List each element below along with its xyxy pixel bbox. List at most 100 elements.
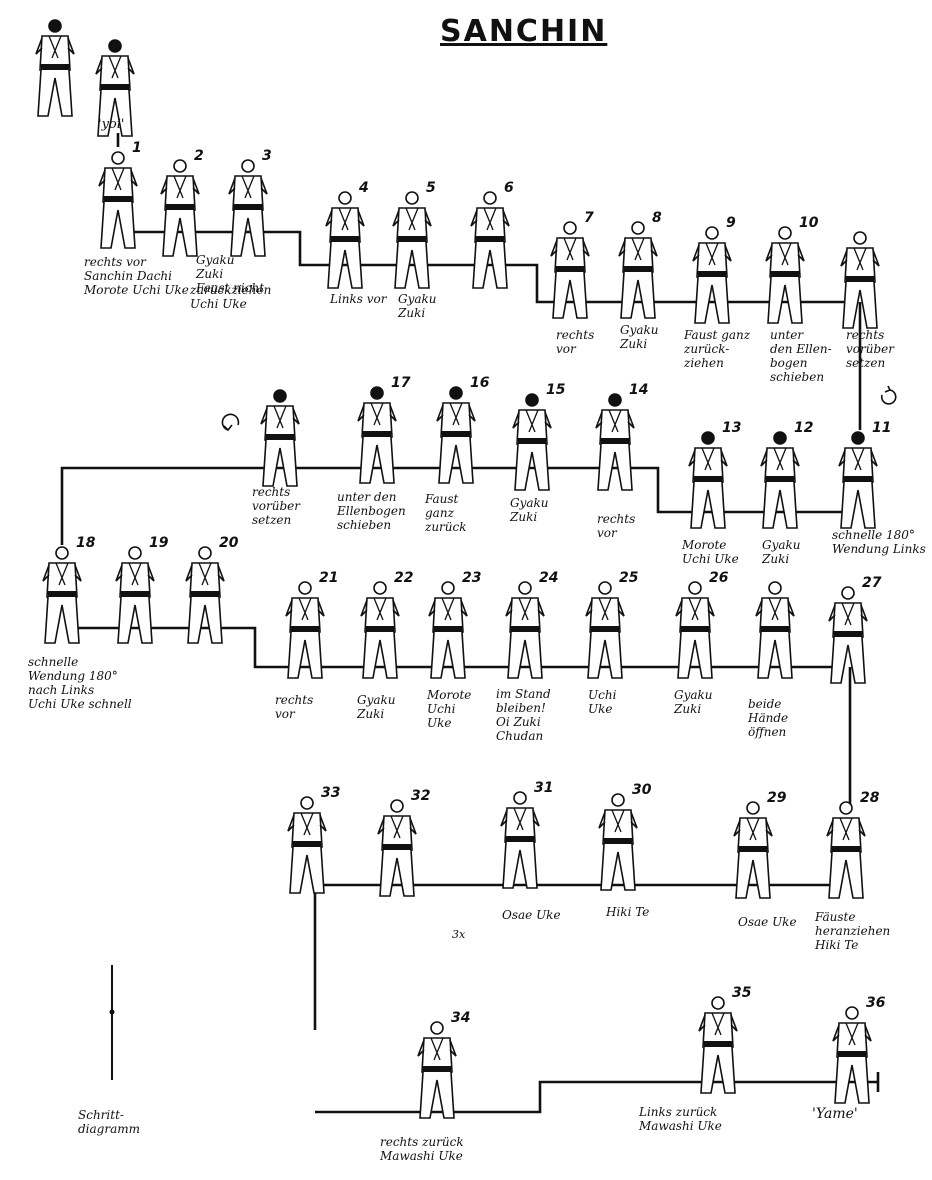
figure-step (688, 431, 728, 529)
step-label: Hiki Te (606, 905, 650, 919)
figure-step (377, 799, 417, 897)
step-path-line (315, 1080, 878, 1114)
step-number: 8 (652, 210, 662, 226)
step-number: 23 (462, 570, 481, 586)
figure-step (470, 191, 510, 289)
step-number: 5 (426, 180, 436, 196)
step-number: 34 (451, 1010, 470, 1026)
step-number: 2 (194, 148, 204, 164)
figure-step (692, 226, 732, 324)
step-number: 25 (619, 570, 639, 586)
step-label: Gyaku Zuki (398, 292, 437, 320)
figure-step (512, 393, 552, 491)
repeat-mark: 3x (452, 928, 466, 941)
step-number: 24 (539, 570, 558, 586)
step-label: im Stand bleiben! Oi Zuki Chudan (496, 687, 551, 743)
step-number: 28 (860, 790, 880, 806)
figure-step (595, 393, 635, 491)
figure-step (357, 386, 397, 484)
figure-step (160, 159, 200, 257)
figure-step (392, 191, 432, 289)
turn-arrow-icon (880, 385, 897, 405)
step-label: Faust ganz zurück (425, 492, 467, 534)
step-number: 6 (504, 180, 514, 196)
step-number: 12 (794, 420, 813, 436)
step-number: 31 (534, 780, 553, 796)
figure-step (185, 546, 225, 644)
step-label: Gyaku Zuki (357, 693, 396, 721)
step-number: 26 (709, 570, 729, 586)
step-number: 29 (767, 790, 787, 806)
legend-label: Schritt- diagramm (78, 1108, 141, 1136)
figure-step (436, 386, 476, 484)
step-label: Uchi Uke (588, 688, 617, 716)
step-number: 7 (584, 210, 594, 226)
figure-step (618, 221, 658, 319)
step-label: rechts vor (556, 328, 595, 356)
step-number: 15 (546, 382, 566, 398)
step-number: 16 (470, 375, 490, 391)
step-number: 10 (799, 215, 819, 231)
page-title: SANCHIN (440, 14, 608, 49)
figure-step (285, 581, 325, 679)
step-path-line (313, 883, 836, 1030)
figure-step (826, 801, 866, 899)
step-label: Morote Uchi Uke (427, 688, 472, 730)
step-number: 1 (132, 140, 142, 156)
step-number: 30 (632, 782, 652, 798)
figure-start-yoi (95, 39, 135, 137)
figure-step (698, 996, 738, 1094)
figure-step (98, 151, 138, 249)
step-number: 19 (149, 535, 169, 551)
step-path-line (78, 626, 836, 669)
step-label: Faust ganz zurück- ziehen (684, 328, 751, 370)
figure-step (260, 389, 300, 487)
figure-step (765, 226, 805, 324)
step-number: 3 (262, 148, 272, 164)
step-label: schnelle 180° Wendung Links (832, 528, 926, 556)
step-label: Fäuste heranziehen Hiki Te (815, 910, 891, 952)
step-label: rechts zurück Mawashi Uke (380, 1135, 464, 1163)
figure-step (550, 221, 590, 319)
figure-step (840, 231, 880, 329)
figure-step (828, 586, 868, 684)
step-label: Gyaku Zuki Faust nicht (196, 253, 265, 295)
step-number: 27 (862, 575, 882, 591)
step-number: 36 (866, 995, 886, 1011)
figure-step (287, 796, 327, 894)
step-label: zurückziehen Uchi Uke (190, 283, 272, 311)
step-label: Osae Uke (502, 908, 561, 922)
step-label: rechts vor (275, 693, 314, 721)
step-number: 11 (872, 420, 891, 436)
step-label: Gyaku Zuki (510, 496, 549, 524)
step-label: Links zurück Mawashi Uke (639, 1105, 722, 1133)
turn-arrow-icon (221, 413, 240, 432)
figure-step (755, 581, 795, 679)
figure-step (417, 1021, 457, 1119)
figure-step (505, 581, 545, 679)
step-number: 35 (732, 985, 752, 1001)
step-label: schnelle Wendung 180° nach Links Uchi Uk… (28, 655, 132, 711)
figure-step (428, 581, 468, 679)
figure-step (585, 581, 625, 679)
figure-step (760, 431, 800, 529)
step-label: Gyaku Zuki (762, 538, 801, 566)
step-number: 13 (722, 420, 741, 436)
step-label: Links vor (330, 292, 387, 306)
step-label: unter den Ellenbogen schieben (337, 490, 406, 532)
step-number: 9 (726, 215, 736, 231)
start-label: 'yoi' (98, 117, 125, 132)
step-label: Osae Uke (738, 915, 797, 929)
figure-step (832, 1006, 872, 1104)
step-label: Morote Uchi Uke (682, 538, 739, 566)
step-label: rechts vorüber setzen (252, 485, 300, 527)
step-number: 22 (394, 570, 413, 586)
step-label: rechts vor (597, 512, 636, 540)
figure-step (42, 546, 82, 644)
step-number: 32 (411, 788, 430, 804)
end-label: 'Yame' (812, 1106, 858, 1122)
step-number: 14 (629, 382, 648, 398)
step-number: 17 (391, 375, 411, 391)
figure-step (325, 191, 365, 289)
